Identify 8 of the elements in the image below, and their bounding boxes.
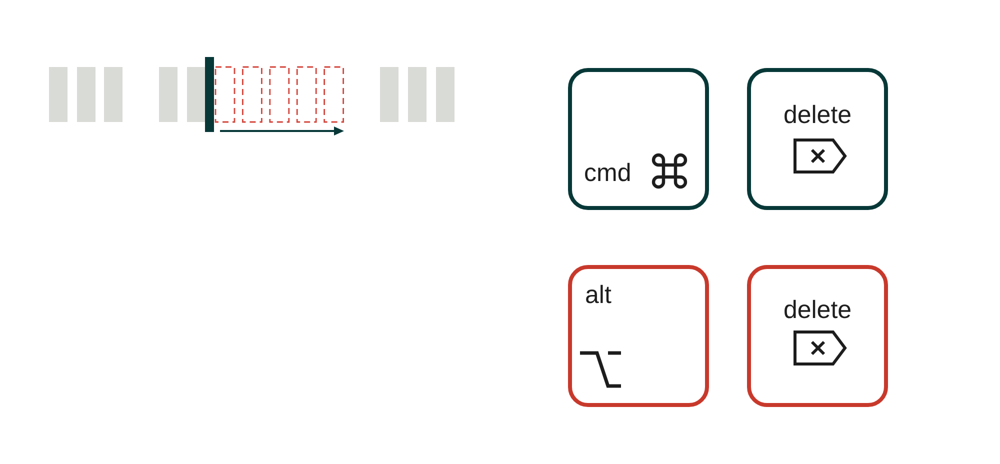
key-label: alt xyxy=(585,283,612,308)
keyboard-key xyxy=(568,265,709,407)
keyboard-key xyxy=(747,68,888,210)
key-label: cmd xyxy=(584,161,632,186)
key-label: delete xyxy=(782,298,853,323)
keyboard-key xyxy=(747,265,888,407)
keyboard-key xyxy=(568,68,709,210)
key-label: delete xyxy=(782,103,853,128)
